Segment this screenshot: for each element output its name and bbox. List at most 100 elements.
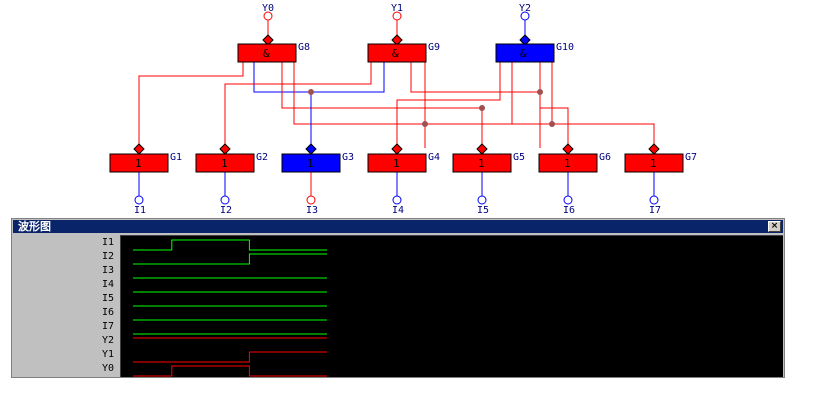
pin-circle-icon bbox=[220, 195, 230, 205]
gate-name: G1 bbox=[170, 152, 182, 163]
input-label: I6 bbox=[563, 205, 575, 216]
output-pins: Y0 Y1 Y2 bbox=[262, 3, 531, 21]
input-pin-i7[interactable]: I7 bbox=[649, 195, 661, 216]
gate-symbol: 1 bbox=[307, 157, 314, 170]
input-label: I2 bbox=[220, 205, 232, 216]
signal-label: I2 bbox=[101, 251, 114, 262]
input-label: I3 bbox=[306, 205, 318, 216]
not-gate-g7[interactable]: 1 G7 bbox=[624, 143, 697, 173]
gate-body bbox=[624, 153, 684, 173]
signal-label: I3 bbox=[101, 265, 114, 276]
gate-name: G7 bbox=[685, 152, 697, 163]
gate-name: G3 bbox=[342, 152, 354, 163]
gate-symbol: 1 bbox=[135, 157, 142, 170]
gate-name: G2 bbox=[256, 152, 268, 163]
pin-circle-icon bbox=[649, 195, 659, 205]
gate-symbol: 1 bbox=[478, 157, 485, 170]
waveform-traces bbox=[133, 239, 327, 377]
input-pin-i6[interactable]: I6 bbox=[563, 195, 575, 216]
pin-circle-icon bbox=[477, 195, 487, 205]
wire-g10-cross bbox=[425, 62, 513, 125]
not-gate-g5[interactable]: 1 G5 bbox=[452, 143, 525, 173]
diamond-connector-icon bbox=[648, 143, 660, 155]
background-strip bbox=[787, 0, 840, 400]
pin-circle-icon bbox=[263, 11, 273, 21]
waveform-signal-labels: I1 I2 I3 I4 I5 I6 I7 Y2 Y1 Y0 bbox=[14, 235, 118, 376]
diamond-connector-icon bbox=[305, 143, 317, 155]
input-pin-i4[interactable]: I4 bbox=[392, 195, 404, 216]
junction-dot bbox=[308, 89, 314, 95]
output-pin-y2[interactable]: Y2 bbox=[519, 3, 531, 21]
not-gate-g6[interactable]: 1 G6 bbox=[538, 143, 611, 173]
pin-circle-icon bbox=[392, 11, 402, 21]
input-pins: I1 I2 I3 I4 I5 I6 I7 bbox=[134, 195, 661, 216]
circuit-wires bbox=[138, 18, 655, 196]
gate-symbol: 1 bbox=[393, 157, 400, 170]
pin-circle-icon bbox=[134, 195, 144, 205]
waveform-title: 波形图 bbox=[18, 220, 51, 233]
junction-dot bbox=[422, 121, 428, 127]
gate-symbol: 1 bbox=[650, 157, 657, 170]
signal-label: Y1 bbox=[101, 349, 114, 360]
gate-name: G5 bbox=[513, 152, 525, 163]
wire-g8-g7 bbox=[293, 62, 655, 148]
output-label: Y2 bbox=[519, 3, 531, 14]
diamond-connector-icon bbox=[476, 143, 488, 155]
waveform-trace-i1 bbox=[133, 239, 327, 251]
wire-g8-g3 bbox=[253, 62, 385, 93]
waveform-trace-y0 bbox=[133, 365, 327, 377]
not-gate-g1[interactable]: 1 G1 bbox=[109, 143, 182, 173]
signal-label: I5 bbox=[101, 293, 114, 304]
input-label: I5 bbox=[477, 205, 489, 216]
input-pin-i3[interactable]: I3 bbox=[306, 195, 318, 216]
not-gate-g3[interactable]: 1 G3 bbox=[281, 143, 354, 173]
waveform-titlebar[interactable]: 波形图 × bbox=[13, 220, 783, 233]
and-gate-g8[interactable]: & G8 bbox=[237, 34, 310, 63]
signal-label: I7 bbox=[101, 321, 114, 332]
gate-name: G8 bbox=[298, 42, 310, 53]
wire-g10-g6 bbox=[539, 62, 569, 148]
signal-label: Y0 bbox=[101, 363, 114, 374]
logic-circuit-canvas: Y0 Y1 Y2 & G8 & G9 & G10 bbox=[109, 3, 697, 216]
gate-body bbox=[281, 153, 341, 173]
gate-body bbox=[367, 153, 427, 173]
wire-g8-g1 bbox=[138, 62, 244, 148]
input-pin-i5[interactable]: I5 bbox=[477, 195, 489, 216]
input-pin-i1[interactable]: I1 bbox=[134, 195, 146, 216]
signal-label: I4 bbox=[101, 279, 114, 290]
diamond-connector-icon bbox=[562, 143, 574, 155]
signal-label: Y2 bbox=[101, 335, 114, 346]
pin-circle-icon bbox=[520, 11, 530, 21]
waveform-trace-y1 bbox=[133, 351, 327, 363]
not-gates: 1 G1 1 G2 1 G3 1 G4 1 G5 bbox=[109, 143, 697, 173]
signal-label: I1 bbox=[101, 237, 114, 248]
junction-dot bbox=[479, 105, 485, 111]
diamond-connector-icon bbox=[391, 143, 403, 155]
wire-g10-g4 bbox=[396, 62, 501, 148]
output-label: Y1 bbox=[391, 3, 403, 14]
not-gate-g2[interactable]: 1 G2 bbox=[195, 143, 268, 173]
gate-body bbox=[538, 153, 598, 173]
pin-circle-icon bbox=[563, 195, 573, 205]
gate-body bbox=[195, 153, 255, 173]
output-pin-y0[interactable]: Y0 bbox=[262, 3, 274, 21]
wire-g9-g6 bbox=[410, 62, 541, 148]
wire-g8-g5 bbox=[281, 62, 482, 109]
junction-dot bbox=[549, 121, 555, 127]
waveform-window: 波形图 × I1 I2 I3 I4 I5 I6 I7 Y2 Y1 Y0 bbox=[11, 218, 785, 378]
gate-symbol: 1 bbox=[221, 157, 228, 170]
and-gate-g10[interactable]: & G10 bbox=[495, 34, 574, 63]
output-pin-y1[interactable]: Y1 bbox=[391, 3, 403, 21]
input-pin-i2[interactable]: I2 bbox=[220, 195, 232, 216]
gate-symbol: 1 bbox=[564, 157, 571, 170]
pin-circle-icon bbox=[306, 195, 316, 205]
gate-symbol: & bbox=[520, 47, 527, 60]
gate-name: G10 bbox=[556, 42, 574, 53]
input-label: I4 bbox=[392, 205, 404, 216]
and-gate-g9[interactable]: & G9 bbox=[367, 34, 440, 63]
signal-label: I6 bbox=[101, 307, 114, 318]
not-gate-g4[interactable]: 1 G4 bbox=[367, 143, 440, 173]
wire-junctions bbox=[308, 89, 555, 127]
wire-g9-g2 bbox=[224, 62, 372, 148]
close-icon[interactable]: × bbox=[768, 221, 781, 232]
